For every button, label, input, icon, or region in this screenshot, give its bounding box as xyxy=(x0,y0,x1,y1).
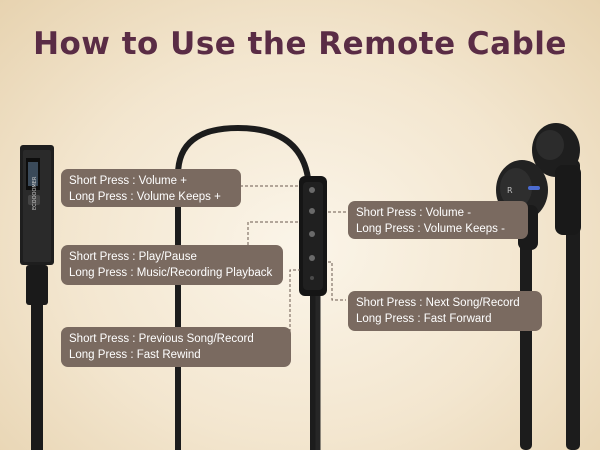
svg-text:R: R xyxy=(507,186,513,195)
callout-long-press: Long Press : Volume Keeps + xyxy=(69,191,221,203)
callout-long-press: Long Press : Volume Keeps - xyxy=(356,223,505,235)
callout-short-press: Short Press : Next Song/Record xyxy=(356,297,520,309)
callout-short-press: Short Press : Play/Pause xyxy=(69,251,197,263)
callout-volume-up: Short Press : Volume + Long Press : Volu… xyxy=(61,169,241,207)
callout-long-press: Long Press : Music/Recording Playback xyxy=(69,267,273,279)
callout-short-press: Short Press : Volume - xyxy=(356,207,472,219)
callout-next-song: Short Press : Next Song/Record Long Pres… xyxy=(348,291,542,331)
callout-volume-down: Short Press : Volume - Long Press : Volu… xyxy=(348,201,528,239)
remote-control xyxy=(299,176,327,296)
callout-play-pause: Short Press : Play/Pause Long Press : Mu… xyxy=(61,245,283,285)
device-label: ECOOOOMER xyxy=(32,176,38,210)
page-title: How to Use the Remote Cable xyxy=(33,26,567,62)
leader-lines xyxy=(240,185,346,352)
recorder-device xyxy=(20,145,54,450)
callout-long-press: Long Press : Fast Rewind xyxy=(69,349,201,361)
callout-short-press: Short Press : Volume + xyxy=(69,175,187,187)
callout-long-press: Long Press : Fast Forward xyxy=(356,313,492,325)
earbud-right xyxy=(532,123,581,450)
callout-previous-song: Short Press : Previous Song/Record Long … xyxy=(61,327,291,367)
earphone-cable xyxy=(175,124,321,450)
callout-short-press: Short Press : Previous Song/Record xyxy=(69,333,254,345)
